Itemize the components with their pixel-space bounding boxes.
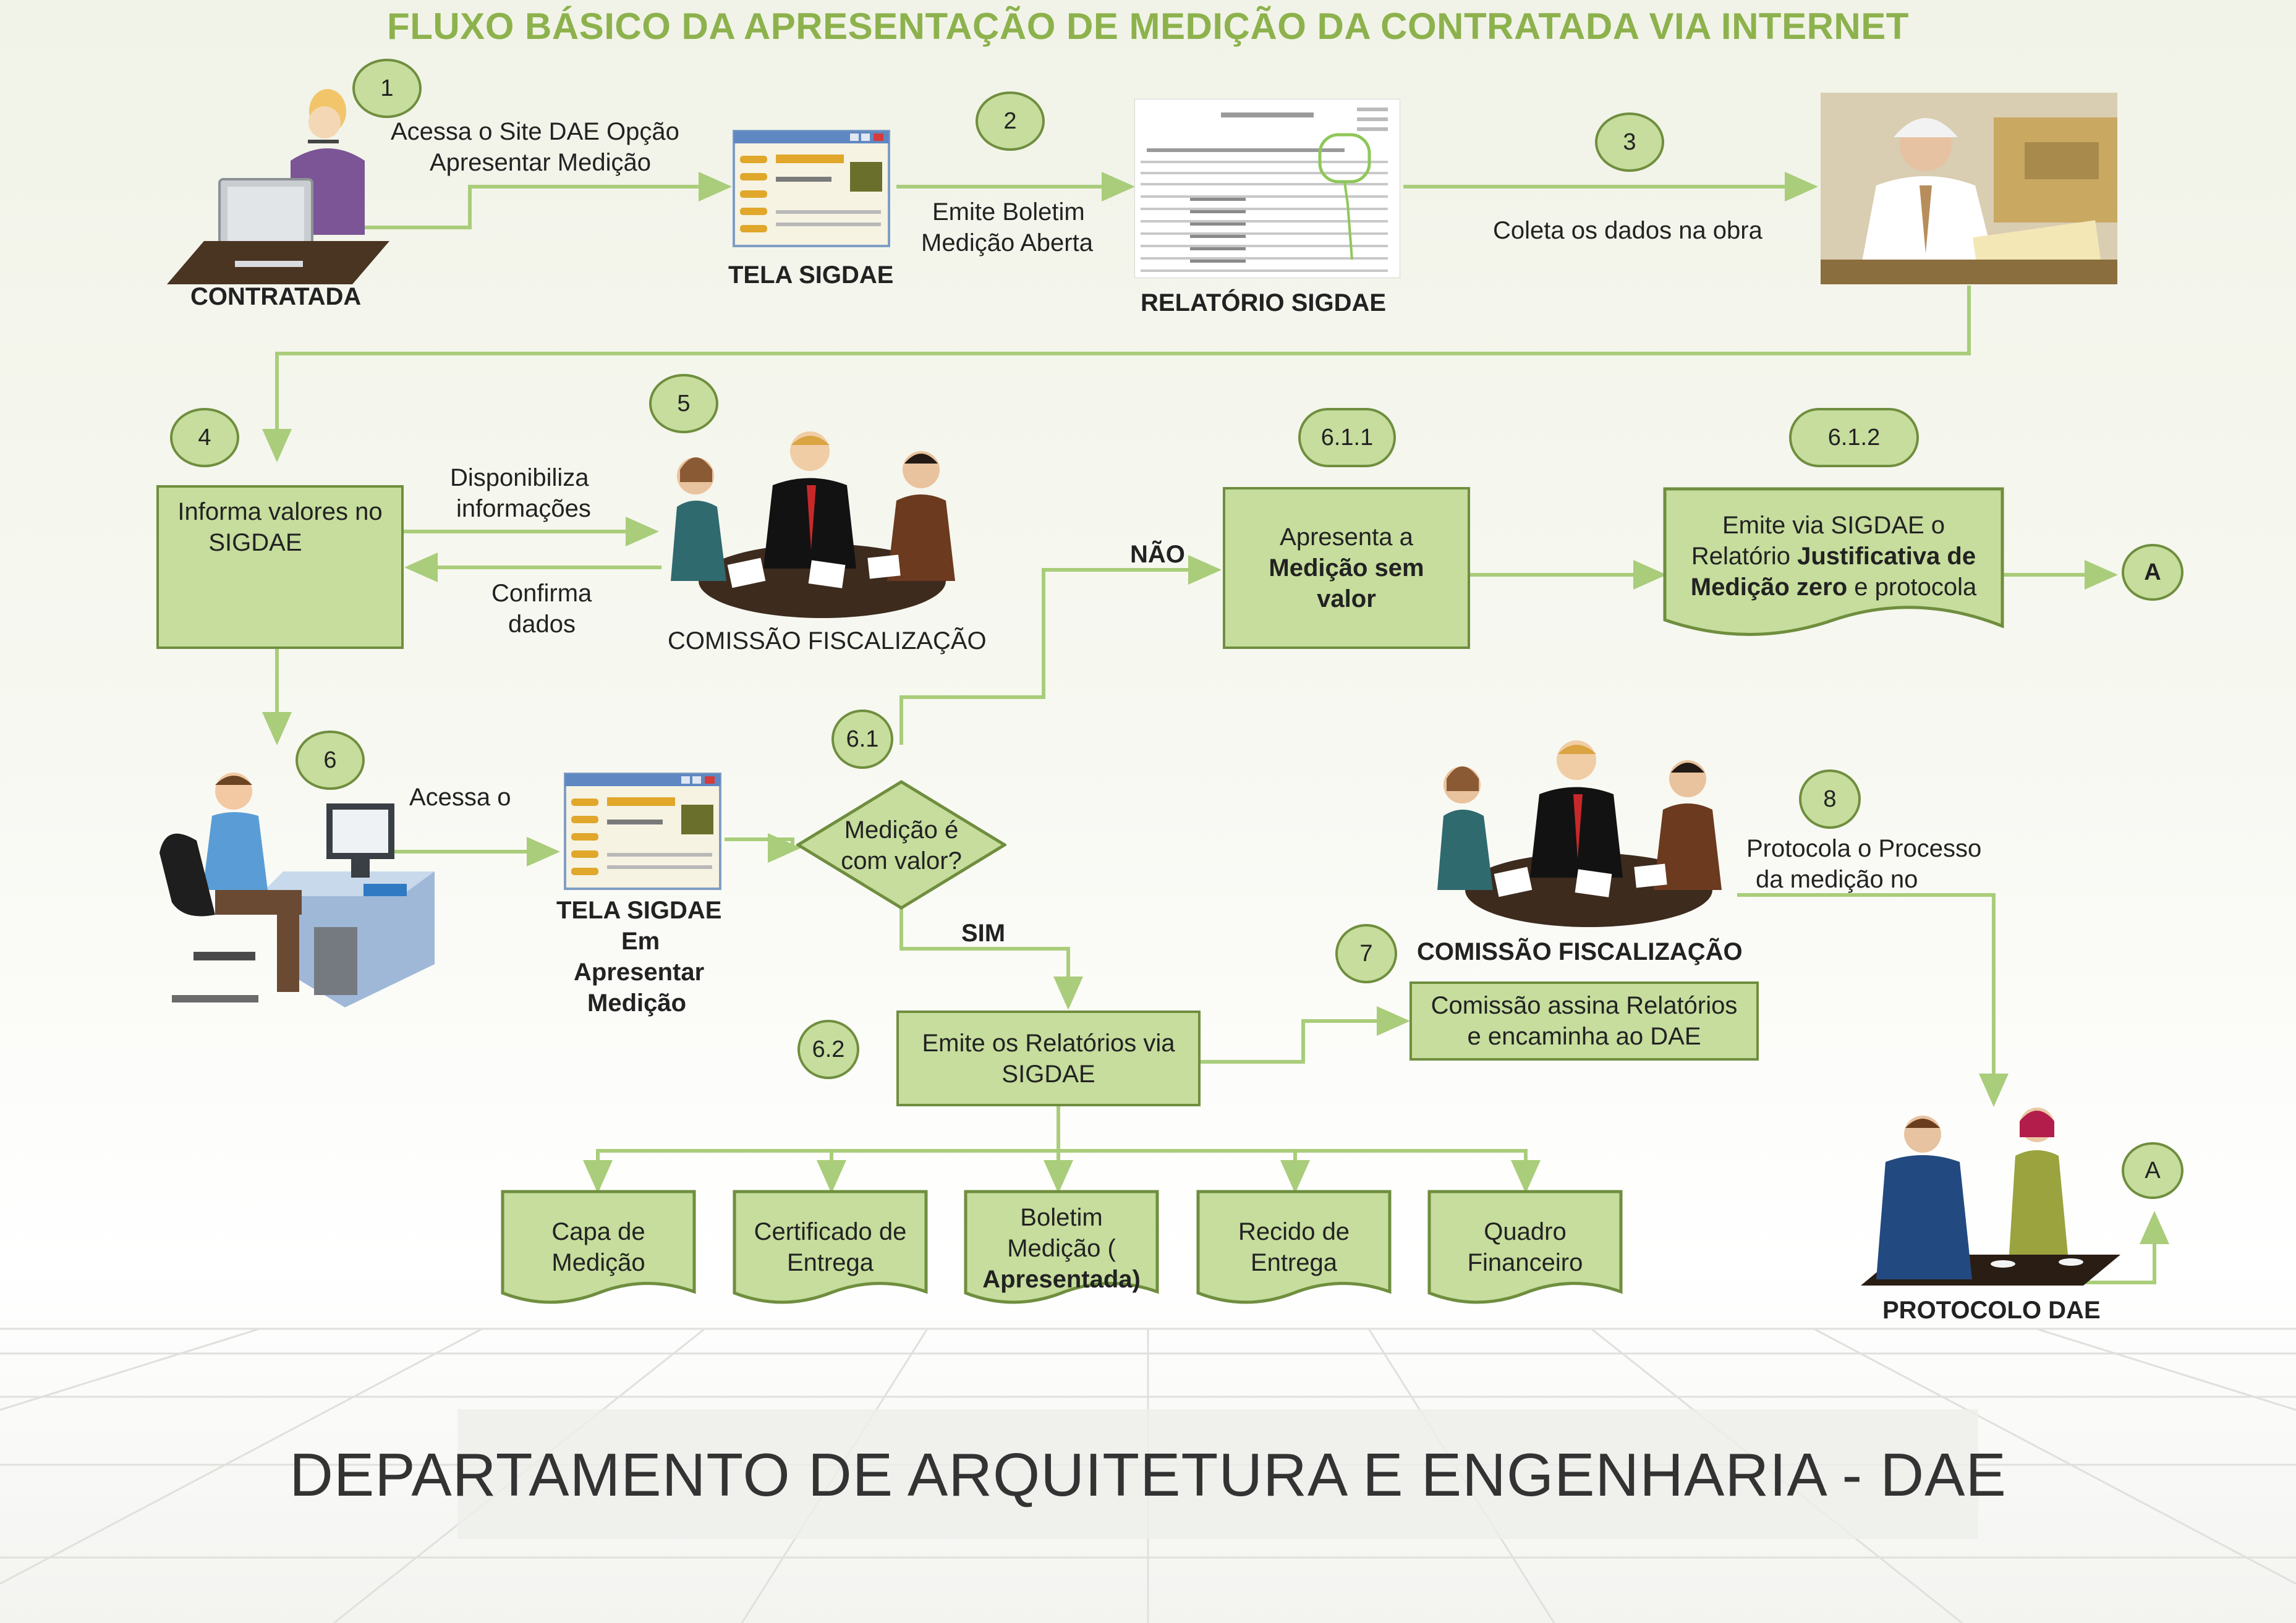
decision-text: Medição é com valor? xyxy=(796,815,1006,876)
step-2-badge: 2 xyxy=(976,91,1045,151)
step-62-badge: 6.2 xyxy=(797,1020,859,1079)
emite-via-text-line1: Emite via SIGDAE o xyxy=(1722,512,1945,539)
relatorio-sigdae-thumbnail xyxy=(1134,99,1400,278)
doc-recido-line2: Entrega xyxy=(1250,1249,1338,1276)
decision-text-line2: com valor? xyxy=(841,847,962,875)
doc-recido-line1: Recido de xyxy=(1238,1218,1350,1245)
doc-quadro-line1: Quadro xyxy=(1484,1218,1567,1245)
comissao-fiscalizacao-illustration-2 xyxy=(1437,740,1722,927)
emite-relatorios-box: Emite os Relatórios via SIGDAE xyxy=(896,1011,1201,1106)
doc-capa-medicao: Capa de Medição xyxy=(503,1216,694,1278)
emite-relatorios-text-line1: Emite os Relatórios via xyxy=(922,1029,1175,1057)
doc-certificado-entrega: Certificado de Entrega xyxy=(734,1216,926,1278)
engineer-photo xyxy=(1821,93,2117,284)
comissao-fiscalizacao-illustration-1 xyxy=(671,431,955,618)
step-612-badge: 6.1.2 xyxy=(1789,408,1919,467)
emite-via-text-line3a: Medição zero xyxy=(1690,574,1848,601)
comissao-fiscalizacao-label-2: COMISSÃO FISCALIZAÇÃO xyxy=(1417,938,1743,965)
apresenta-text-line2: Medição sem xyxy=(1269,554,1424,582)
justificativa-document-shape xyxy=(1663,487,2004,636)
step-5-badge: 5 xyxy=(649,374,718,433)
comissao-fiscalizacao-label-1: COMISSÃO FISCALIZAÇÃO xyxy=(668,627,987,655)
apresenta-sem-valor-box: Apresenta a Medição sem valor xyxy=(1223,487,1470,649)
comissao-assina-text-line1: Comissão assina Relatórios xyxy=(1431,992,1738,1019)
connector-a-in: A xyxy=(2122,1142,2183,1199)
informa-valores-box: Informa valores no SIGDAE xyxy=(156,485,404,649)
apresenta-text-line1: Apresenta a xyxy=(1280,523,1413,551)
sigdae-window-icon-2 xyxy=(564,773,721,890)
step-2-text-line1: Emite Boletim xyxy=(932,198,1085,226)
doc-quadro-financeiro: Quadro Financeiro xyxy=(1429,1216,1621,1278)
confirma-text-line1: Confirma xyxy=(491,580,592,607)
disponibiliza-text-line2: informações xyxy=(456,495,591,522)
decision-diamond xyxy=(796,780,1006,910)
step-7-badge: 7 xyxy=(1335,924,1397,983)
step-61-badge: 6.1 xyxy=(831,710,893,769)
contratada-label: CONTRATADA xyxy=(190,283,362,310)
doc-recido-entrega: Recido de Entrega xyxy=(1198,1216,1390,1278)
protocolo-dae-label: PROTOCOLO DAE xyxy=(1882,1297,2101,1324)
protocola-text-line1: Protocola o Processo xyxy=(1746,835,1982,862)
decision-text-line1: Medição é xyxy=(844,816,959,844)
user-at-computer-illustration xyxy=(159,773,435,1007)
acessa-o-text: Acessa o xyxy=(409,784,511,811)
sim-label: SIM xyxy=(961,920,1006,947)
step-2-text-line2: Medição Aberta xyxy=(921,229,1093,256)
tela-sigdae-2-line2: Em xyxy=(621,928,660,955)
tela-sigdae-2-line4: Medição xyxy=(587,989,687,1017)
tela-sigdae-label-1: TELA SIGDAE xyxy=(728,261,894,289)
nao-label: NÃO xyxy=(1130,541,1185,568)
step-611-badge: 6.1.1 xyxy=(1298,408,1396,467)
step-4-badge: 4 xyxy=(170,408,239,467)
apresenta-text-line3: valor xyxy=(1317,585,1376,612)
emite-via-text-line2a: Relatório xyxy=(1691,543,1798,570)
emite-via-text-line3b: e protocola xyxy=(1847,574,1977,601)
step-1-text-line2: Apresentar Medição xyxy=(430,149,651,176)
connector-a-out: A xyxy=(2122,544,2183,601)
step-8-badge: 8 xyxy=(1799,769,1861,829)
doc-quadro-line2: Financeiro xyxy=(1467,1249,1583,1276)
step-1-badge: 1 xyxy=(352,59,422,118)
tela-sigdae-2-line3: Apresentar xyxy=(574,959,705,986)
doc-certificado-line2: Entrega xyxy=(786,1249,874,1276)
disponibiliza-text-line1: Disponibiliza xyxy=(450,464,589,491)
step-3-text: Coleta os dados na obra xyxy=(1493,217,1762,244)
diagram-title: FLUXO BÁSICO DA APRESENTAÇÃO DE MEDIÇÃO … xyxy=(387,6,1909,47)
footer-band xyxy=(457,1409,1978,1539)
footer-department-name: DEPARTAMENTO DE ARQUITETURA E ENGENHARIA… xyxy=(289,1441,2007,1509)
comissao-assina-box: Comissão assina Relatórios e encaminha a… xyxy=(1409,981,1759,1061)
protocola-text-line2: da medição no xyxy=(1756,866,1918,893)
contratada-illustration xyxy=(167,89,389,284)
doc-capa-line2: Medição xyxy=(551,1249,645,1276)
doc-certificado-line1: Certificado de xyxy=(754,1218,907,1245)
confirma-text-line2: dados xyxy=(508,611,576,638)
doc-boletim-line3: Apresentada) xyxy=(982,1266,1141,1293)
doc-boletim-line1: Boletim xyxy=(1020,1204,1103,1231)
emite-relatorios-text-line2: SIGDAE xyxy=(1001,1060,1095,1088)
step-6-badge: 6 xyxy=(296,731,365,790)
protocolo-dae-illustration xyxy=(1861,1108,2120,1286)
emite-via-text-line2b: Justificativa de xyxy=(1797,543,1976,570)
step-3-badge: 3 xyxy=(1595,112,1664,172)
doc-boletim-medicao: Boletim Medição ( Apresentada) xyxy=(966,1202,1157,1295)
justificativa-text: Emite via SIGDAE o Relatório Justificati… xyxy=(1663,510,2004,603)
comissao-assina-text-line2: e encaminha ao DAE xyxy=(1467,1023,1701,1050)
informa-valores-text-line1: Informa valores no xyxy=(177,498,383,525)
doc-boletim-line2: Medição ( xyxy=(1007,1235,1116,1262)
sigdae-window-icon xyxy=(733,130,890,247)
step-1-text-line1: Acessa o Site DAE Opção xyxy=(391,118,679,145)
doc-capa-line1: Capa de xyxy=(551,1218,645,1245)
informa-valores-text-line2: SIGDAE xyxy=(208,529,302,556)
tela-sigdae-2-line1: TELA SIGDAE xyxy=(556,897,722,924)
relatorio-sigdae-label: RELATÓRIO SIGDAE xyxy=(1141,289,1387,316)
